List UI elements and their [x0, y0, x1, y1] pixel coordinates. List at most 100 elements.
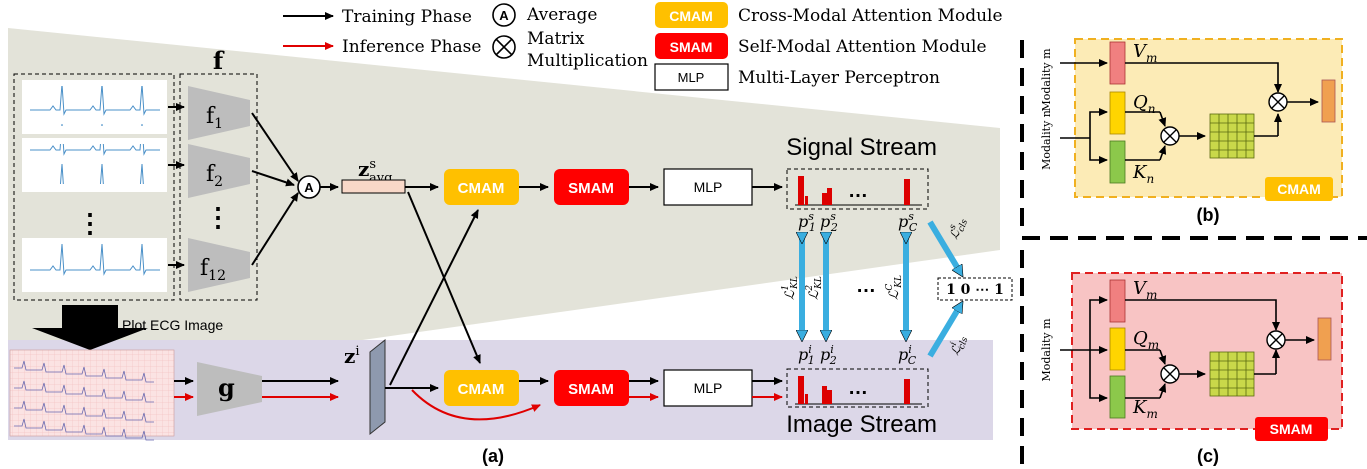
image-bars-ellipsis: …	[848, 377, 868, 399]
v-label-b: Vm	[1133, 41, 1157, 65]
z-avg-vector	[341, 179, 406, 194]
legend-matmul-1: Matrix	[527, 29, 585, 49]
image-prediction-box	[786, 368, 929, 408]
kl1-label: ℒ1KL	[781, 276, 800, 300]
legend-training: Training Phase	[342, 7, 472, 27]
legend-mlp-box	[654, 63, 729, 91]
smam-bottom-block	[554, 370, 629, 406]
smam-bottom-label: SMAM	[568, 381, 614, 398]
ecg-signals-group	[13, 73, 175, 301]
image-bar-2	[822, 386, 827, 404]
legend-mlp-label: Multi-Layer Perceptron	[738, 68, 940, 88]
k-label-b: Kn	[1132, 162, 1154, 186]
caption-b: (b)	[1197, 205, 1220, 225]
onehot-label: 1 0 ⋯ 1	[946, 282, 1004, 298]
legend-smam-label: Self-Modal Attention Module	[738, 37, 987, 57]
q-label-c: Qm	[1133, 328, 1159, 352]
output-vector-b	[1321, 79, 1336, 123]
legend-mlp-tag: MLP	[678, 70, 705, 85]
image-stream-label: Image Stream	[786, 411, 937, 438]
signal-bar-1	[798, 176, 804, 205]
f12-label: f12	[200, 256, 226, 284]
f12-encoder-icon	[188, 238, 250, 292]
plot-ecg-arrow-icon	[32, 305, 148, 350]
signal-prediction-box	[786, 168, 929, 210]
ecg-lead-1	[22, 80, 167, 134]
legend: Training Phase Inference Phase A Average…	[283, 2, 1003, 91]
plot-ecg-label: Plot ECG Image	[122, 317, 223, 333]
mlp-top-block	[663, 168, 753, 206]
f-vertical-ellipsis: ⋮	[205, 202, 231, 232]
legend-average: Average	[526, 5, 597, 25]
signal-bar-2	[822, 193, 827, 205]
cmam-tag-b	[1265, 177, 1333, 201]
caption-c: (c)	[1197, 446, 1219, 466]
k-n-vector-b	[1109, 140, 1126, 184]
image-bar-1	[798, 376, 804, 404]
smam-top-block	[554, 169, 629, 205]
k-label-c: Km	[1132, 397, 1158, 421]
modality-m-label-c: Modality m	[1040, 318, 1053, 382]
cls-s-label: ℒscls	[945, 215, 970, 242]
mlp-bottom-label: MLP	[694, 380, 723, 396]
q-n-vector-b	[1109, 91, 1126, 135]
ecg-paper-image	[9, 349, 175, 441]
attention-map-b	[1209, 113, 1255, 159]
image-bar-c	[904, 379, 910, 404]
attention-map-c	[1209, 351, 1255, 397]
f-group-label: f	[213, 46, 225, 75]
cls-image-arrow	[927, 306, 960, 358]
legend-inference: Inference Phase	[342, 37, 481, 57]
average-node-letter: A	[304, 180, 314, 195]
v-m-vector-c	[1109, 279, 1126, 323]
average-icon-letter: A	[499, 8, 509, 23]
cmam-top-block	[444, 169, 519, 205]
modality-n-label-b: Modality n	[1040, 110, 1053, 170]
output-vector-c	[1317, 317, 1332, 361]
kl2-label: ℒ2KL	[805, 276, 824, 300]
legend-smam-box	[655, 33, 728, 59]
signal-bar-c	[904, 179, 910, 205]
q-m-vector-c	[1109, 327, 1126, 371]
signal-bars-ellipsis: …	[848, 180, 868, 202]
legend-cmam-label: Cross-Modal Attention Module	[738, 6, 1003, 26]
smam-top-label: SMAM	[568, 180, 614, 197]
z-i-feature-map	[369, 338, 386, 436]
signal-stream-label: Signal Stream	[786, 134, 937, 161]
g-encoder-icon	[197, 362, 262, 416]
f2-encoder-icon	[188, 144, 250, 198]
caption-a: (a)	[482, 446, 504, 466]
matmul-icon-cross	[495, 38, 513, 56]
cls-signal-arrow	[927, 220, 960, 272]
k-m-vector-c	[1109, 375, 1126, 419]
cmam-bottom-block	[444, 370, 519, 406]
ecg-vertical-ellipsis: ⋮	[77, 208, 103, 238]
v-label-c: Vm	[1133, 278, 1157, 302]
modality-m-label-b: Modality m	[1040, 48, 1053, 112]
kl-arrows	[802, 238, 906, 336]
ecg-lead-12	[22, 238, 167, 292]
z-i-label: zi	[344, 344, 360, 368]
mlp-top-label: MLP	[694, 179, 723, 195]
cmam-top-label: CMAM	[458, 180, 505, 197]
f-encoders-group	[179, 73, 258, 301]
f1-encoder-icon	[188, 86, 250, 140]
q-label-b: Qn	[1133, 92, 1156, 116]
g-label: g	[218, 373, 235, 402]
klc-label: ℒCKL	[885, 275, 904, 300]
f1-label: f1	[206, 104, 223, 132]
ecg-lead-2	[22, 138, 167, 192]
onehot-label-box	[937, 277, 1013, 301]
v-m-vector-b	[1109, 41, 1126, 85]
legend-cmam-tag: CMAM	[669, 8, 713, 24]
f2-label: f2	[206, 162, 223, 190]
smam-tag-c	[1255, 417, 1328, 441]
legend-smam-tag: SMAM	[670, 39, 713, 55]
